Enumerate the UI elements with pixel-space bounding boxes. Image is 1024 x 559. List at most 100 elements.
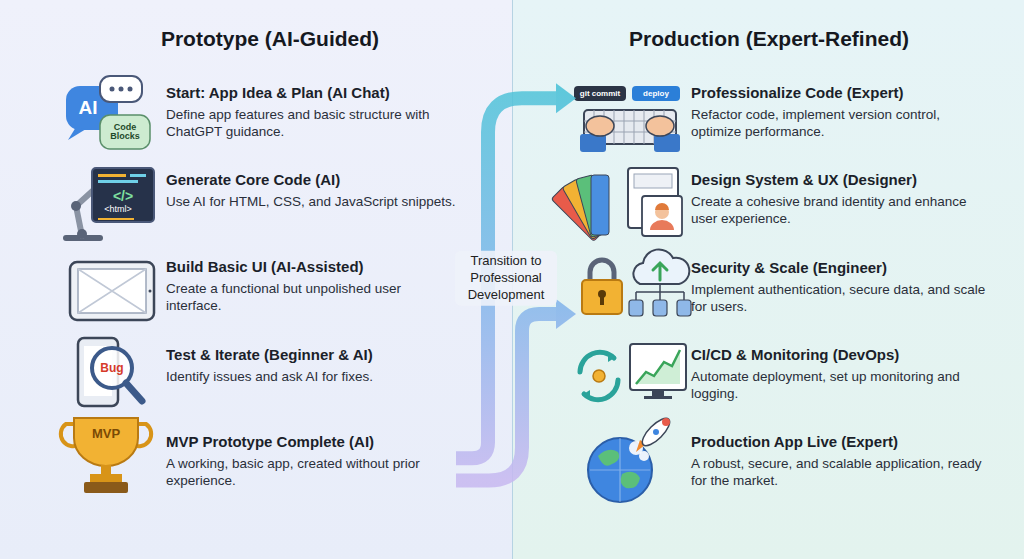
launch-icon-part [629,441,643,455]
step-title: Security & Scale (Engineer) [691,259,991,278]
bug-search-icon-part [92,348,132,388]
chat-icon-part [119,87,124,92]
security-icon-part [582,280,622,314]
step-description: Implement authentication, secure data, a… [691,281,991,316]
devops-icon-part [644,396,672,399]
devops-icon-part [580,352,614,372]
step-item: MVP Prototype Complete (AI) A working, ba… [58,425,456,499]
keyboard-icon-part [654,134,680,152]
code-generator-icon-part [77,229,87,239]
step-description: Automate deployment, set up monitoring a… [691,368,991,403]
design-swatch-icon-part [628,168,678,228]
launch-icon-part [598,450,619,466]
flow-arrow-line [456,98,556,458]
launch-icon-part [639,451,649,461]
step-title: Build Basic UI (AI-Assisted) [166,258,456,277]
tablet-icon-part [149,290,152,293]
security-icon [582,249,691,316]
step-text-block: Design System & UX (Designer) Create a co… [691,171,991,228]
panel-title: Production (Expert-Refined) [513,27,1024,51]
bug-search-icon-part [78,338,118,406]
tablet-icon-part [70,262,154,320]
tablet-icon [70,262,154,320]
step-title: Design System & UX (Designer) [691,171,991,190]
keyboard-icon-part [580,134,606,152]
launch-icon-part [636,440,646,452]
devops-icon-part [593,370,605,382]
design-swatch-icon-part [551,186,606,241]
step-description: Create a functional but unpolished user … [166,280,456,315]
trophy-icon-part [61,424,80,446]
trophy-icon-part [84,482,128,493]
flow-arrow [456,299,576,481]
step-title: CI/CD & Monitoring (DevOps) [691,346,991,365]
flow-arrow [456,83,576,458]
step-description: Define app features and basic structure … [166,106,456,141]
bug-search-icon-part [126,383,142,401]
security-icon-part [633,249,689,284]
launch-icon-part [662,418,670,426]
devops-icon-part [582,390,590,400]
bug-search-icon-part [84,346,112,396]
devops-icon [580,344,686,400]
security-icon-part [590,260,614,282]
devops-icon-part [636,350,680,384]
step-description: A working, basic app, created without pr… [166,455,456,490]
devops-icon-part [608,352,616,362]
bug-search-icon [78,338,142,406]
step-item: Production App Live (Expert) A robust, se… [576,425,996,499]
step-description: A robust, secure, and scalable applicati… [691,455,991,490]
devops-icon-part [630,344,686,390]
devops-icon-part [636,350,680,384]
code-generator-icon-part [130,174,146,177]
devops-icon-part [584,380,618,400]
chat-icon-part [68,127,86,140]
step-text-block: CI/CD & Monitoring (DevOps) Automate depl… [691,346,991,403]
launch-icon-part [638,414,673,449]
launch-icon-part [653,429,659,435]
chat-icon-part [100,115,150,149]
trophy-icon-part [101,465,111,475]
design-swatch-icon-part [655,205,669,219]
step-description: Use AI for HTML, CSS, and JavaScript sni… [166,193,456,211]
step-item: Professionalize Code (Expert)Refactor co… [576,76,996,150]
security-icon-part [677,300,691,316]
step-text-block: Generate Core Code (AI)Use AI for HTML, … [166,171,456,210]
keyboard-icon-part [574,86,626,101]
chat-icon-part [110,87,115,92]
design-swatch-icon-part [634,174,672,188]
keyboard-icon-part [632,86,680,101]
step-item: Generate Core Code (AI)Use AI for HTML, … [58,163,456,237]
code-generator-icon-part [71,201,81,211]
step-title: Test & Iterate (Beginner & AI) [166,346,456,365]
security-icon-part [653,300,667,316]
step-text-block: Production App Live (Expert) A robust, se… [691,433,991,490]
step-text-block: Start: App Idea & Plan (AI Chat)Define a… [166,84,456,141]
trophy-icon-part [132,424,151,446]
arrow-head [556,299,576,329]
flow-arrow-line [456,314,556,481]
tablet-icon-part [78,269,146,313]
step-item: CI/CD & Monitoring (DevOps) Automate depl… [576,338,996,412]
step-text-block: Security & Scale (Engineer) Implement aut… [691,259,991,316]
design-swatch-icon-part [591,175,609,235]
step-text-block: Build Basic UI (AI-Assisted) Create a fun… [166,258,456,315]
step-item: Security & Scale (Engineer) Implement aut… [576,251,996,325]
devops-icon-part [652,390,664,396]
code-generator-icon-part [92,168,154,222]
step-item: Design System & UX (Designer) Create a co… [576,163,996,237]
trophy-icon [61,418,151,493]
trophy-icon-part [74,418,138,466]
security-icon-part [600,296,604,305]
design-swatch-icon-part [655,203,669,210]
step-title: Production App Live (Expert) [691,433,991,452]
design-swatch-icon-part [650,220,674,230]
arrow-head [556,83,576,113]
step-description: Refactor code, implement version control… [691,106,991,141]
step-title: MVP Prototype Complete (AI) [166,433,456,452]
trophy-icon-part [90,474,122,482]
keyboard-icon-part [584,110,676,144]
step-description: Create a cohesive brand identity and enh… [691,193,991,228]
